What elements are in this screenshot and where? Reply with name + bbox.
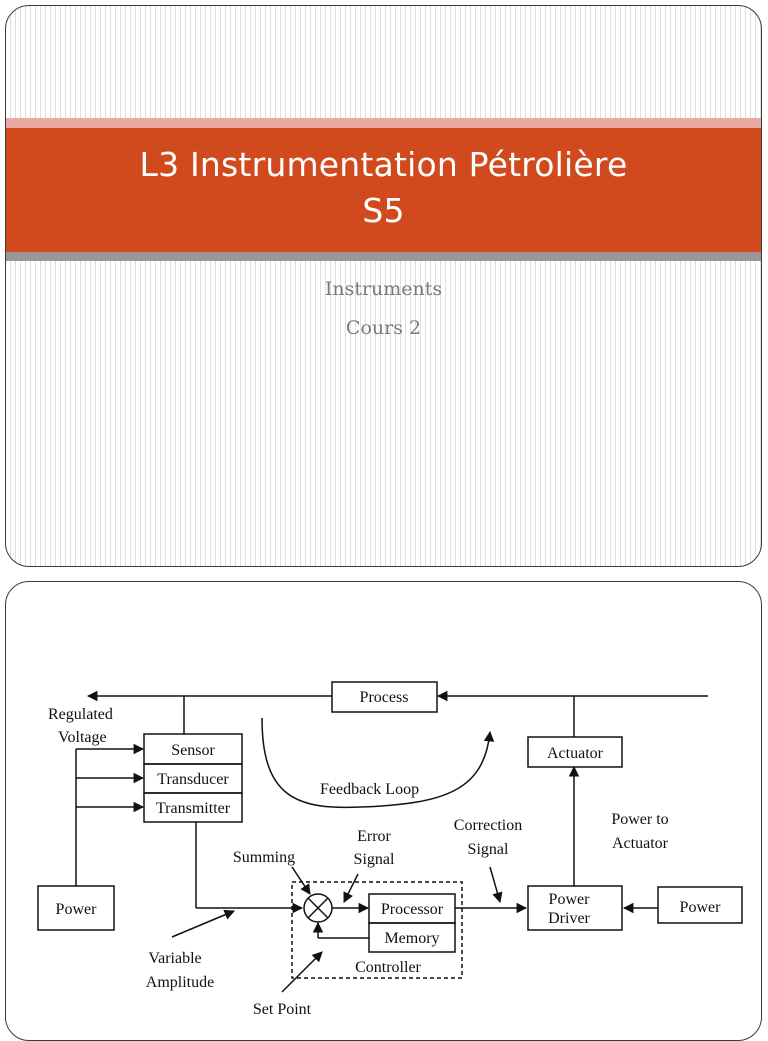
control-loop-diagram: Process Regulated Voltage Sensor Transdu…	[37, 681, 743, 1018]
regulated-voltage-label-1: Regulated	[48, 706, 113, 723]
process-label: Process	[360, 689, 409, 706]
error-signal-label-2: Signal	[354, 851, 395, 868]
feedback-loop-label: Feedback Loop	[320, 781, 419, 798]
title-band-top-stripe	[6, 118, 761, 128]
controller-box	[291, 881, 463, 979]
summing-callout-arrow	[291, 866, 311, 895]
title-band-bottom-stripe	[6, 252, 761, 261]
power-left-label: Power	[56, 901, 98, 918]
transducer-label: Transducer	[157, 771, 229, 788]
slide-title: L3 Instrumentation Pétrolière S5	[6, 142, 761, 234]
memory-label: Memory	[384, 930, 439, 947]
actuator-box	[527, 736, 623, 768]
processor-label: Processor	[381, 901, 444, 918]
power-to-actuator-label-2: Actuator	[612, 835, 669, 852]
title-slide: L3 Instrumentation Pétrolière S5 Instrum…	[5, 5, 762, 567]
power-driver-label-2: Driver	[548, 910, 590, 927]
slide-title-line1: L3 Instrumentation Pétrolière	[139, 145, 628, 184]
controller-label: Controller	[355, 959, 421, 976]
slide-subtitle-instruments: Instruments	[324, 278, 443, 300]
set-point-callout-arrow	[281, 951, 323, 993]
power-driver-label-1: Power	[549, 891, 591, 908]
variable-amplitude-label-1: Variable	[148, 950, 201, 967]
diagram-slide: Process Regulated Voltage Sensor Transdu…	[5, 581, 762, 1041]
slide-subtitle-cours: Cours 2	[345, 317, 422, 339]
set-point-label: Set Point	[253, 1001, 312, 1018]
process-box	[331, 681, 438, 713]
transmitter-label: Transmitter	[156, 800, 231, 817]
sensor-label: Sensor	[171, 742, 215, 759]
power-right-label: Power	[680, 899, 722, 916]
error-signal-callout-arrow	[343, 873, 359, 903]
correction-signal-label-1: Correction	[454, 817, 522, 834]
power-right-box	[657, 886, 743, 924]
correction-signal-callout-arrow	[489, 866, 503, 904]
summing-label: Summing	[233, 849, 295, 866]
variable-amplitude-callout-arrow	[171, 909, 235, 938]
variable-amplitude-label-2: Amplitude	[146, 974, 214, 991]
power-driver-box	[527, 885, 623, 931]
feedback-loop-curve	[261, 717, 495, 809]
slide-title-line2: S5	[362, 191, 405, 230]
regulated-voltage-label-2: Voltage	[58, 729, 107, 746]
power-to-actuator-label-1: Power to	[611, 811, 668, 828]
error-signal-label-1: Error	[357, 828, 391, 845]
actuator-label: Actuator	[547, 745, 604, 762]
title-band	[6, 128, 761, 252]
correction-signal-label-2: Signal	[468, 841, 509, 858]
